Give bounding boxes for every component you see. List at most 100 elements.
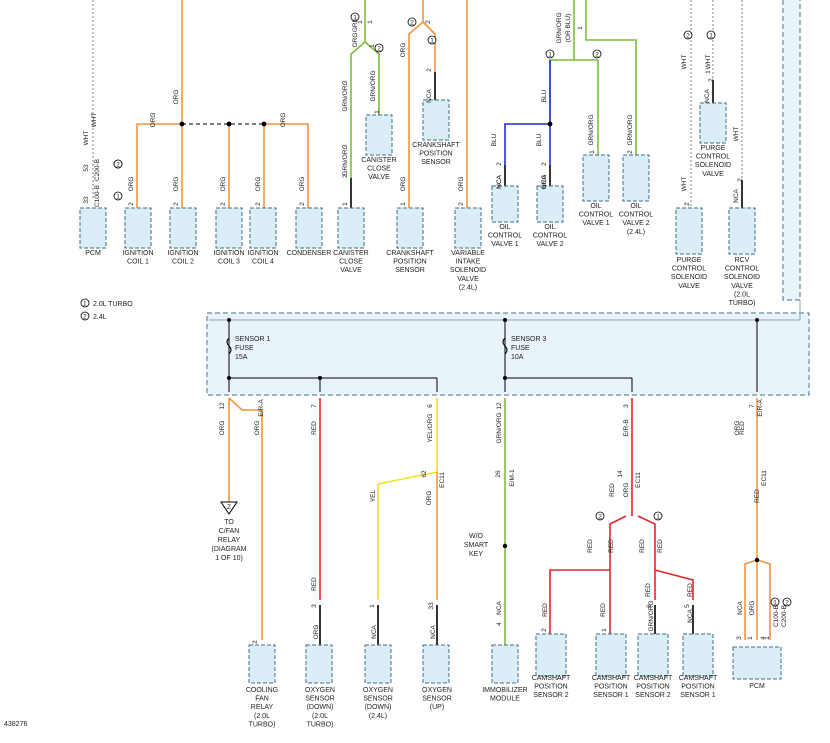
- splice-dot: [226, 121, 232, 127]
- splice-dot: [754, 557, 760, 563]
- component-box: [622, 154, 650, 202]
- pin-number: 4: [760, 636, 767, 640]
- component-label: VALVE 2: [536, 241, 563, 248]
- wire-grn-canister-b: [350, 41, 366, 178]
- component-label: CAMSHAFT: [532, 675, 571, 682]
- splice-dot: [503, 376, 507, 380]
- component-box: [732, 646, 782, 680]
- wire-label: ORG: [400, 43, 407, 58]
- component-label: RCV: [735, 257, 750, 264]
- wire-grn-ocv-b: [574, 59, 599, 155]
- footnote-marker: [592, 49, 602, 59]
- wire-yel-o2d24: [377, 471, 438, 600]
- wire-label: YEL: [370, 489, 377, 502]
- footnote-marker: [374, 43, 384, 53]
- fuse-1-name: SENSOR 1: [235, 336, 271, 343]
- wire-label: NCA: [687, 608, 694, 622]
- component-label: CONTROL: [725, 266, 759, 273]
- pin-number: 26: [495, 470, 502, 478]
- footnote-marker-number: 2: [785, 599, 789, 606]
- wire-org-fan: [228, 397, 263, 640]
- connector-label: E/M-1: [509, 469, 516, 487]
- wire-label: NCA: [496, 600, 503, 614]
- component-label: PURGE: [701, 145, 726, 152]
- component-label: IGNITION: [167, 250, 198, 257]
- pin-number: 1: [342, 202, 349, 206]
- pin-number: 14: [617, 470, 624, 478]
- component-label: OXYGEN: [422, 687, 452, 694]
- component-box: [535, 633, 567, 677]
- wire-label: ORG: [280, 113, 287, 128]
- wire-label: YEL/ORG: [427, 414, 434, 443]
- wire-label: RED: [587, 539, 594, 553]
- wire-red-cmp1: [654, 569, 694, 600]
- pin-number: 62: [421, 470, 428, 478]
- fuse-3-name: SENSOR 3: [511, 336, 547, 343]
- component-label: CAMSHAFT: [679, 675, 718, 682]
- wire-label: RED: [687, 583, 694, 597]
- component-box: [124, 207, 152, 249]
- footnote-1-circle: [80, 298, 90, 308]
- wire-org-crank-c: [422, 21, 436, 72]
- component-label: IGNITION: [122, 250, 153, 257]
- footnote-marker-number: 2: [686, 32, 690, 39]
- component-box: [637, 633, 669, 677]
- connector-label: EC11: [761, 470, 768, 486]
- wire-label: ORG: [255, 177, 262, 192]
- component-box: [169, 207, 197, 249]
- component-box: [595, 633, 627, 677]
- splice-dot: [503, 318, 507, 322]
- pin-number: 33: [428, 602, 435, 610]
- wire-label: ORG: [150, 113, 157, 128]
- connector-label: C200-B: [94, 159, 101, 181]
- wire-label: NCA: [496, 174, 503, 188]
- component-label: CLOSE: [367, 166, 391, 173]
- component-label: OXYGEN: [363, 687, 393, 694]
- component-label: VALVE: [702, 171, 724, 178]
- wire-label: NCA: [371, 624, 378, 638]
- footnote-marker: [595, 511, 605, 521]
- component-label: COOLING: [246, 687, 278, 694]
- component-box: [422, 99, 450, 141]
- component-label: SOLENOID: [450, 267, 486, 274]
- component-label: COIL 4: [252, 259, 274, 266]
- wire-red-cmp2: [549, 569, 610, 645]
- wire-label: ORG: [623, 483, 630, 498]
- pin-number: 7: [749, 404, 756, 408]
- component-label: VALVE 2: [622, 220, 649, 227]
- component-label: VALVE: [731, 283, 753, 290]
- pin-number: 2: [458, 202, 465, 206]
- component-label: SOLENOID: [671, 274, 707, 281]
- component-label: OIL: [544, 224, 555, 231]
- component-label: SENSOR 1: [593, 692, 629, 699]
- pin-number: 4: [496, 622, 503, 626]
- component-label: COIL 3: [218, 259, 240, 266]
- pin-number: 2: [220, 202, 227, 206]
- pin-number: 1: [369, 44, 376, 48]
- pin-number: 2: [299, 202, 306, 206]
- pin-number: 2: [541, 162, 548, 166]
- wire-label: WHT: [705, 55, 712, 70]
- wire-label: RED: [542, 603, 549, 617]
- component-label: SOLENOID: [695, 162, 731, 169]
- pin-number: 2: [173, 202, 180, 206]
- wire-label: NCA: [737, 600, 744, 614]
- footnote-marker-number: 1: [548, 51, 552, 58]
- wire-label: ORG: [734, 421, 741, 436]
- component-label: VALVE: [678, 283, 700, 290]
- junction-block: [206, 312, 810, 396]
- fuse-symbol: [502, 337, 508, 355]
- component-box: [337, 207, 365, 249]
- pin-number: 1: [601, 628, 608, 632]
- wire-label: NCA: [704, 88, 711, 102]
- footnote-marker-number: 1: [656, 513, 660, 520]
- component-label: POSITION: [594, 684, 627, 691]
- wire-label: NCA: [733, 188, 740, 202]
- component-label: CONTROL: [488, 233, 522, 240]
- pin-number: 1: [357, 20, 364, 24]
- component-box: [364, 644, 392, 684]
- pin-number: 1: [367, 20, 374, 24]
- component-label: (DOWN): [307, 704, 334, 711]
- wire-org-pcm-a: [744, 559, 758, 640]
- wire-label: (OR BLU): [565, 14, 572, 43]
